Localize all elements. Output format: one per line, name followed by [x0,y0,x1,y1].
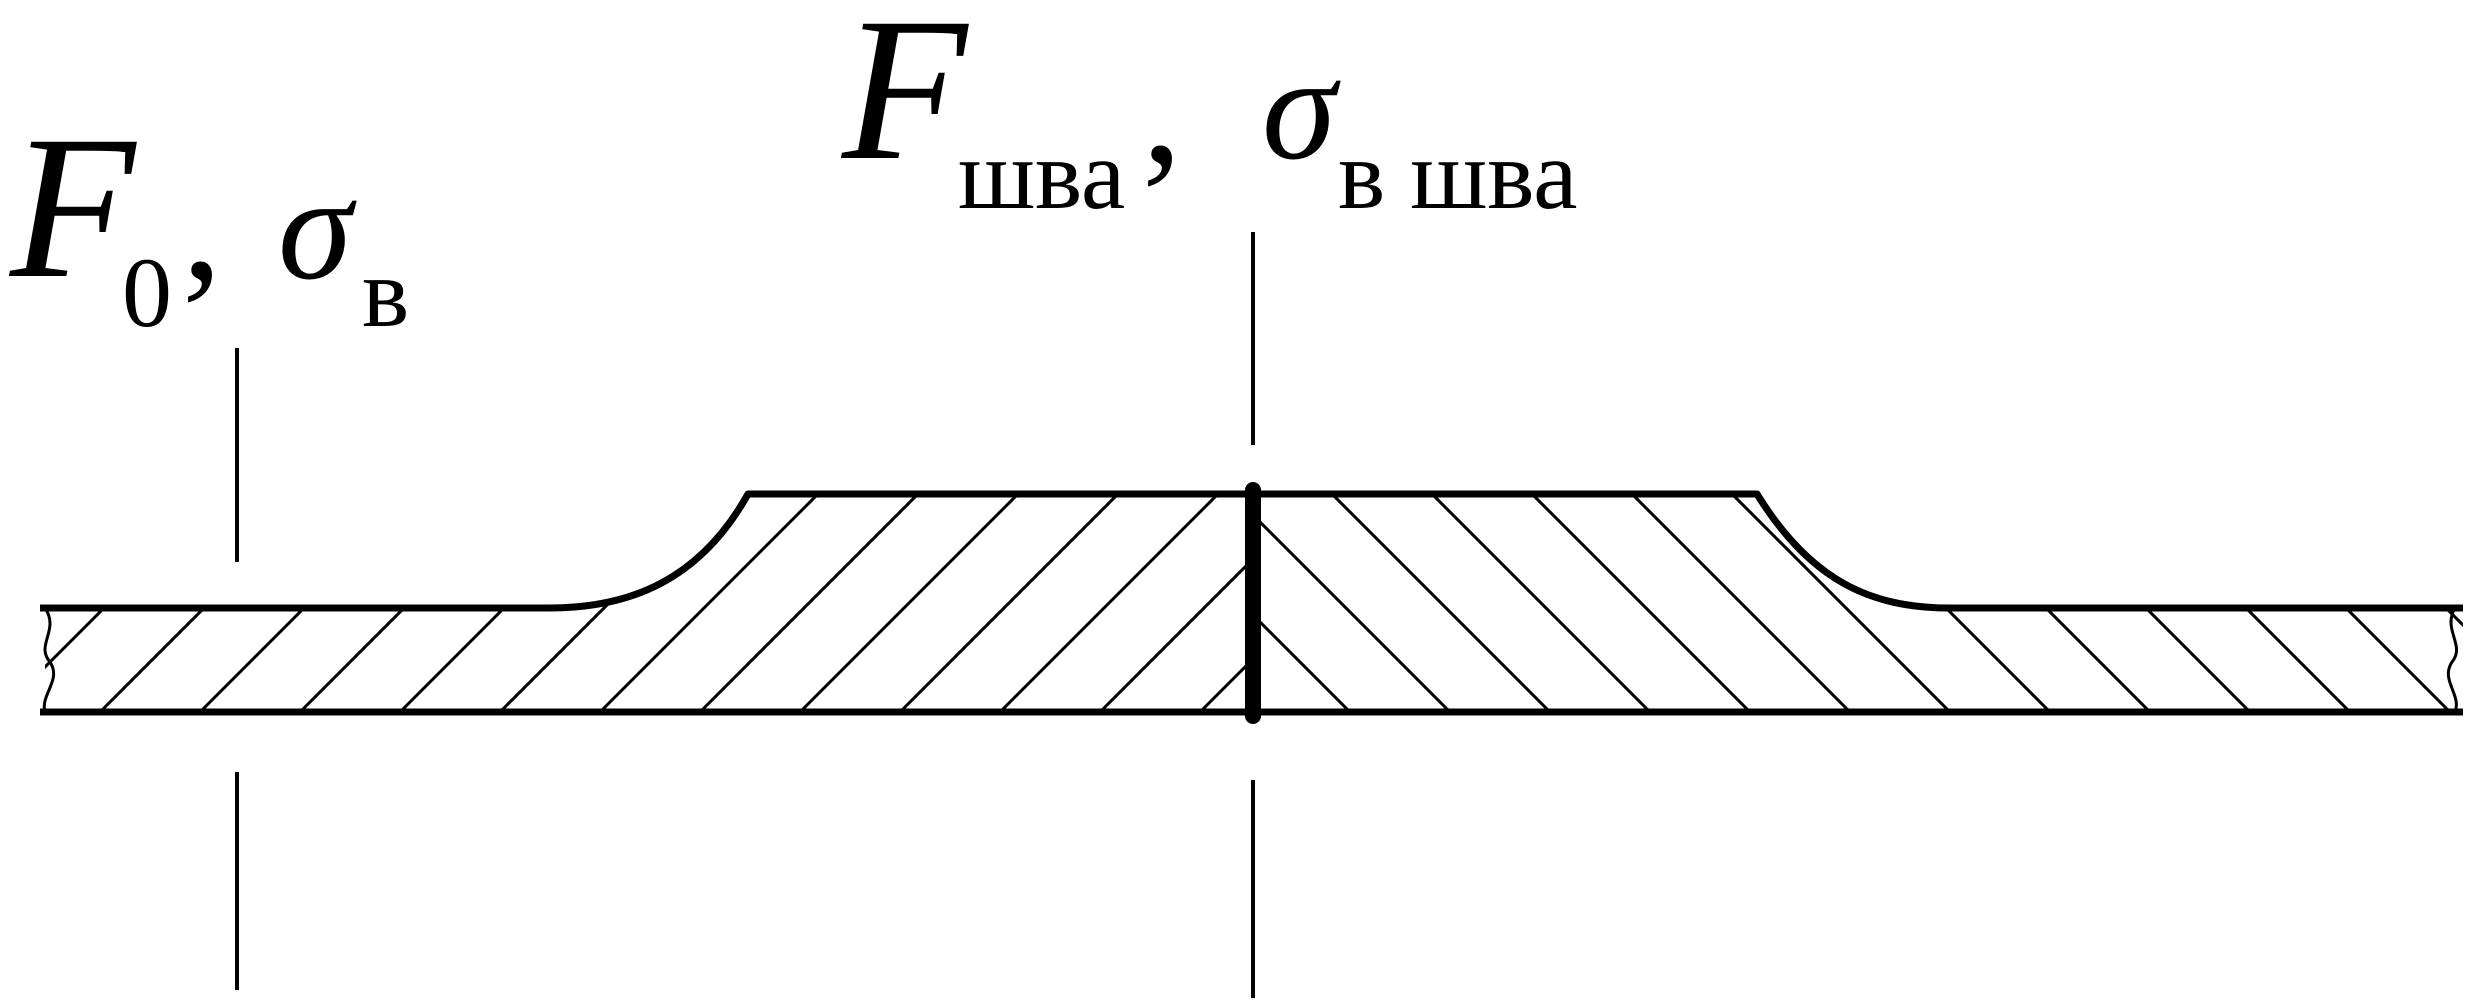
weld-label: F шва , σ в шва [840,0,1578,230]
left-section-hatching [45,494,1253,712]
weld-force-subscript: шва [958,119,1125,230]
weld-stress-subscript: в шва [1338,119,1578,230]
base-force-subscript: 0 [122,237,172,348]
section-lines [235,232,1255,998]
weld-force-symbol: F [840,0,969,203]
base-stress-symbol: σ [278,145,357,311]
base-force-symbol: F [8,94,137,321]
left-break-line [42,607,56,713]
right-section-hatching [1253,494,2463,712]
base-stress-subscript: в [362,237,409,348]
base-label-separator: , [182,135,222,313]
weld-label-separator: , [1142,19,1182,197]
weld-stress-symbol: σ [1262,25,1341,191]
base-metal-label: F 0 , σ в [8,94,409,348]
right-break-line [2446,607,2459,713]
